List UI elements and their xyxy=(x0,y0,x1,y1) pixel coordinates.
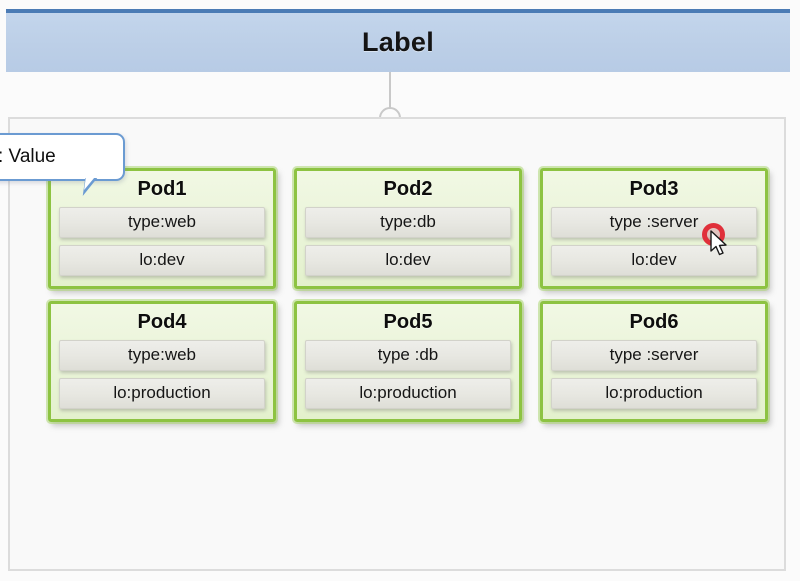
pod-label-chip[interactable]: type :server xyxy=(551,340,757,371)
pod-title: Pod3 xyxy=(629,178,679,200)
pod-label-chip[interactable]: type :db xyxy=(305,340,511,371)
pod-label-chip[interactable]: lo:dev xyxy=(305,245,511,276)
pod-label-chip[interactable]: type:db xyxy=(305,207,511,238)
pod-card[interactable]: Pod3 type :server lo:dev xyxy=(540,168,768,289)
pod-title: Pod5 xyxy=(383,311,433,333)
pod-title: Pod2 xyxy=(383,178,433,200)
tooltip-text: : Value xyxy=(0,146,56,167)
pod-label-chip[interactable]: lo:production xyxy=(551,378,757,409)
connector-line xyxy=(389,72,391,112)
pod-title: Pod1 xyxy=(137,178,187,200)
pod-label-chip[interactable]: lo:production xyxy=(59,378,265,409)
pod-card[interactable]: Pod6 type :server lo:production xyxy=(540,301,768,422)
pod-grid: Pod1 type:web lo:dev Pod2 type:db lo:dev… xyxy=(48,168,768,422)
pod-label-chip[interactable]: lo:production xyxy=(305,378,511,409)
pod-title: Pod4 xyxy=(137,311,187,333)
label-tooltip: : Value xyxy=(0,133,125,181)
pod-title: Pod6 xyxy=(629,311,679,333)
pod-card[interactable]: Pod2 type:db lo:dev xyxy=(294,168,522,289)
pod-card[interactable]: Pod1 type:web lo:dev xyxy=(48,168,276,289)
pod-label-chip[interactable]: lo:dev xyxy=(59,245,265,276)
arrow-cursor-icon xyxy=(710,230,727,256)
pod-card[interactable]: Pod4 type:web lo:production xyxy=(48,301,276,422)
pod-label-chip[interactable]: type:web xyxy=(59,340,265,371)
tooltip-tail-inner xyxy=(84,177,95,190)
page-title: Label xyxy=(361,27,435,57)
pod-label-chip[interactable]: type:web xyxy=(59,207,265,238)
header-banner: Label xyxy=(6,9,790,72)
pod-label-chip[interactable]: lo:dev xyxy=(551,245,757,276)
pod-card[interactable]: Pod5 type :db lo:production xyxy=(294,301,522,422)
